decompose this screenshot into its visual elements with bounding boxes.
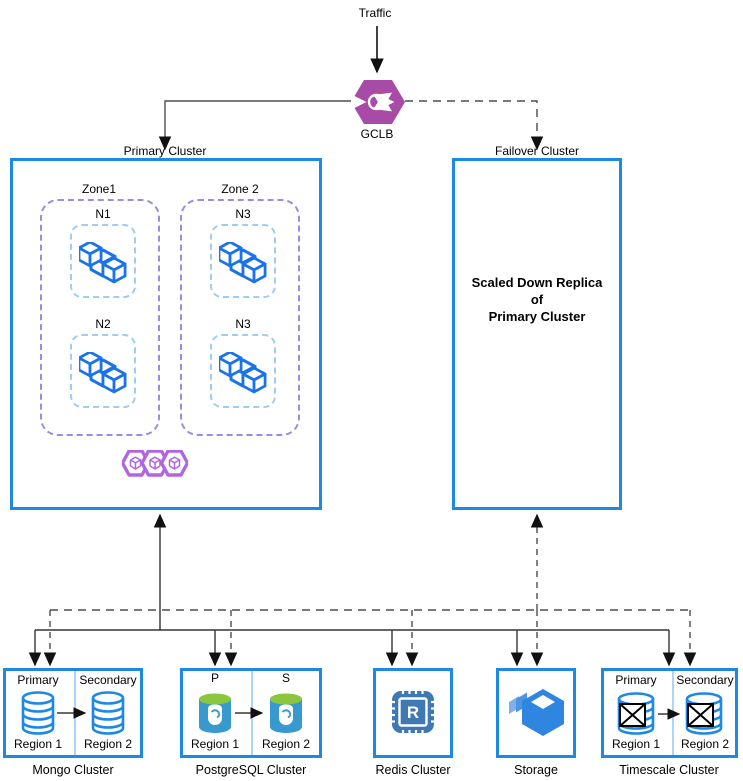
failover-cluster-label: Failover Cluster xyxy=(494,144,580,158)
timescale-region2-label: Region 2 xyxy=(680,737,730,751)
timescale-secondary-label: Secondary xyxy=(676,673,734,687)
redis-memorystore-icon: R xyxy=(388,687,438,737)
pods-cubes-icon xyxy=(79,242,127,284)
timescale-primary-label: Primary xyxy=(615,673,657,687)
zone2-label: Zone 2 xyxy=(221,182,259,196)
mongo-db-icon xyxy=(91,691,125,735)
failover-cluster-text: Scaled Down Replica of Primary Cluster xyxy=(452,274,622,325)
node-n2-label: N2 xyxy=(95,317,111,331)
redis-cluster-label: Redis Cluster xyxy=(375,763,451,777)
postgres-db-icon xyxy=(269,692,303,734)
mongo-region1-label: Region 1 xyxy=(13,737,63,751)
pods-cubes-icon xyxy=(219,242,267,284)
edge-gclb-to-failover xyxy=(405,100,544,151)
timescale-region1-label: Region 1 xyxy=(611,737,661,751)
postgres-db-icon xyxy=(199,693,231,733)
postgres-cluster-label: PostgreSQL Cluster xyxy=(195,763,307,777)
postgres-region2-label: Region 2 xyxy=(261,737,311,751)
timescale-db-icon xyxy=(617,692,655,735)
timescale-db-icon xyxy=(685,692,723,735)
workloads-icon xyxy=(122,450,188,477)
pods-cubes-icon xyxy=(79,352,127,394)
zone1-label: Zone1 xyxy=(81,182,117,196)
node-n3b-box xyxy=(210,334,276,408)
failover-text-line3: Primary Cluster xyxy=(488,309,586,324)
primary-cluster-label: Primary Cluster xyxy=(123,144,207,158)
postgres-p-label: P xyxy=(210,671,220,685)
node-n3a-label: N3 xyxy=(235,207,251,221)
postgres-s-label: S xyxy=(281,671,291,685)
gclb-label: GCLB xyxy=(360,127,394,141)
node-n1-box xyxy=(70,224,136,298)
failover-text-line2: of xyxy=(530,292,544,307)
edge-gclb-to-primary xyxy=(158,100,351,151)
storage-label: Storage xyxy=(514,763,558,777)
zone2-box xyxy=(180,199,300,436)
failover-cluster-box xyxy=(452,158,622,510)
zone1-box xyxy=(40,199,160,436)
mongo-region-divider xyxy=(74,671,76,755)
postgres-region-divider xyxy=(251,671,253,755)
postgres-region1-label: Region 1 xyxy=(190,737,240,751)
node-n1-label: N1 xyxy=(95,207,111,221)
redis-chip-letter: R xyxy=(407,703,419,722)
mongo-region2-label: Region 2 xyxy=(83,737,133,751)
timescale-region-divider xyxy=(672,671,674,755)
node-n2-box xyxy=(70,334,136,408)
mongo-secondary-label: Secondary xyxy=(79,673,137,687)
mongo-db-icon xyxy=(21,691,55,735)
failover-text-line1: Scaled Down Replica xyxy=(471,275,603,290)
traffic-label: Traffic xyxy=(358,6,392,20)
storage-icon xyxy=(509,689,564,736)
timescale-cluster-label: Timescale Cluster xyxy=(619,763,719,777)
load-balancer-icon xyxy=(351,80,405,124)
pods-cubes-icon xyxy=(219,352,267,394)
mongo-primary-label: Primary xyxy=(17,673,59,687)
node-n3b-label: N3 xyxy=(235,317,251,331)
mongo-cluster-label: Mongo Cluster xyxy=(32,763,114,777)
node-n3a-box xyxy=(210,224,276,298)
